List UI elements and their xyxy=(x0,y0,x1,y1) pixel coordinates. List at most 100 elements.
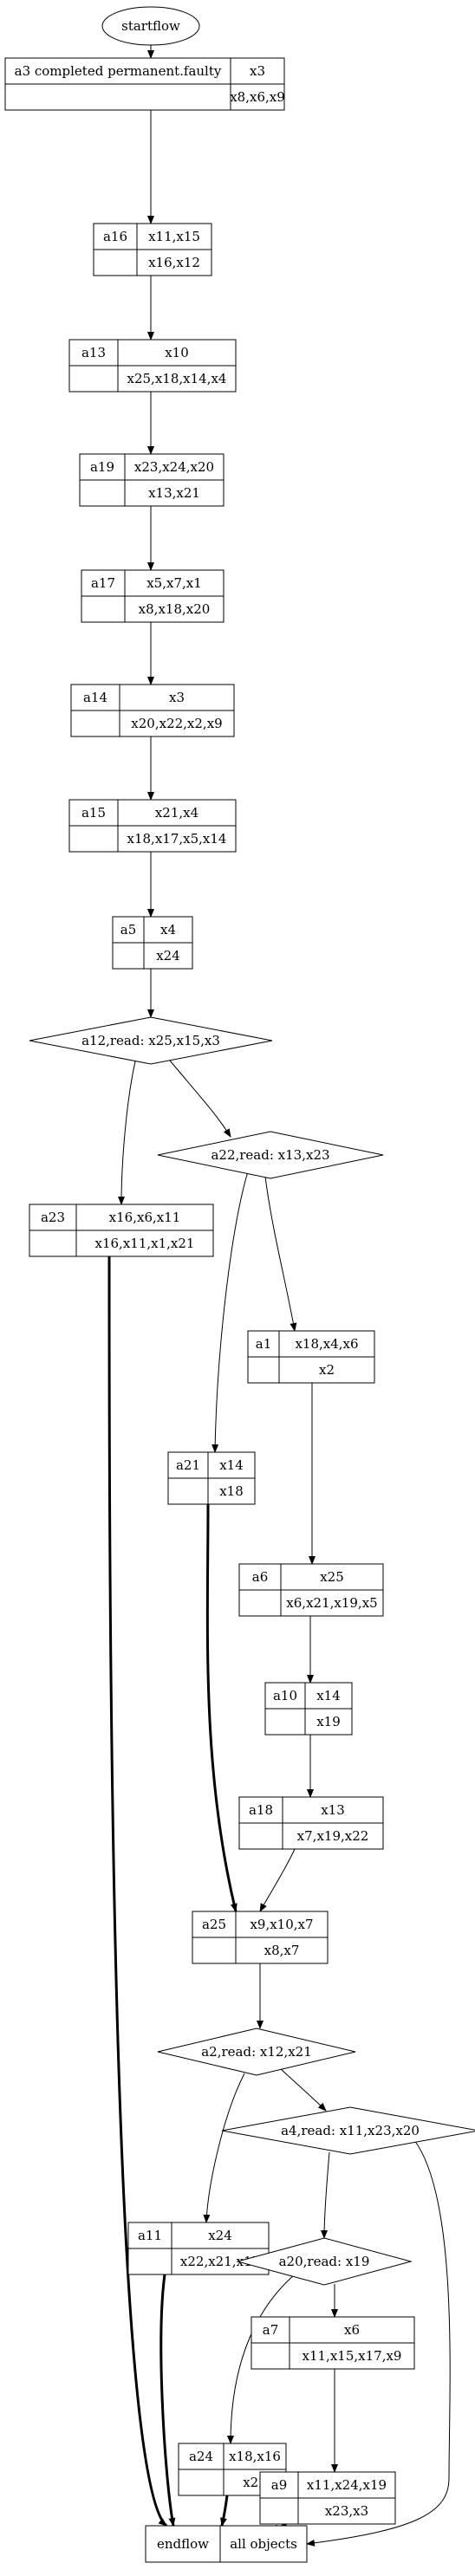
edge-a12-to-a22 xyxy=(169,1060,231,1138)
decision-label: a20,read: x19 xyxy=(279,2254,370,2269)
activity-name: a25 xyxy=(202,1917,226,1932)
edge-a23-to-end xyxy=(107,1256,167,2527)
edge-a4-to-a20 xyxy=(321,2151,330,2239)
activity-outputs: x25,x18,x14,x4 xyxy=(127,371,227,386)
activity-outputs: x16,x12 xyxy=(148,255,200,270)
decision-label: a12,read: x25,x15,x3 xyxy=(81,1033,220,1048)
activity-outputs: x20,x22,x2,x9 xyxy=(131,716,222,731)
activity-name: a16 xyxy=(103,229,127,244)
activity-name: a13 xyxy=(81,345,106,360)
activity-a3: a3 completed permanent.faulty x3 x8,x6,x9 xyxy=(4,57,285,111)
edge-a21-to-a25 xyxy=(205,1503,238,1912)
start-ellipse xyxy=(101,6,200,46)
activity-a6: a6 x25 x6,x21,x19,x5 xyxy=(238,1563,384,1617)
decision-label: a4,read: x11,x23,x20 xyxy=(281,2123,420,2138)
edge-a2-to-a4 xyxy=(280,2068,327,2112)
activity-a13: a13 x10 x25,x18,x14,x4 xyxy=(68,339,237,393)
activity-outputs: x8,x18,x20 xyxy=(139,601,211,617)
decision-a20: a20,read: x19 xyxy=(236,2237,413,2286)
decision-a2: a2,read: x12,x21 xyxy=(157,2028,356,2076)
activity-outputs: x23,x3 xyxy=(325,2503,368,2519)
activity-inputs: x4 xyxy=(160,922,176,938)
decision-a4: a4,read: x11,x23,x20 xyxy=(221,2106,475,2155)
decision-label: a22,read: x13,x23 xyxy=(211,1147,329,1163)
activity-outputs: x18 xyxy=(219,1483,244,1499)
activity-a1: a1 x18,x4,x6 x2 xyxy=(247,1330,375,1384)
activity-a9: a9 x11,x24,x19 x23,x3 xyxy=(259,2471,396,2525)
activity-inputs: x6 xyxy=(344,2322,360,2338)
activity-outputs: x11,x15,x17,x9 xyxy=(303,2348,402,2364)
activity-inputs: x24 xyxy=(208,2228,232,2243)
decision-diamond xyxy=(29,1016,273,1065)
end-node: endflow all objects xyxy=(145,2525,308,2563)
activity-outputs: x19 xyxy=(316,1714,341,1729)
activity-a11: a11 x24 x22,x21,x17 xyxy=(127,2222,270,2275)
activity-outputs: x7,x19,x22 xyxy=(297,1828,369,1844)
activity-outputs: x22,x21,x17 xyxy=(180,2254,260,2269)
activity-name: a9 xyxy=(271,2477,288,2493)
start-node: startflow xyxy=(101,6,200,46)
activity-inputs: x11,x24,x19 xyxy=(307,2477,387,2493)
activity-name: a5 xyxy=(120,922,137,938)
activity-inputs: x10 xyxy=(165,345,189,360)
activity-name: a15 xyxy=(81,805,106,821)
activity-name: a24 xyxy=(189,2449,213,2464)
activity-inputs: x16,x6,x11 xyxy=(109,1210,181,1225)
activity-inputs: x18,x4,x6 xyxy=(295,1336,358,1352)
activity-a7: a7 x6 x11,x15,x17,x9 xyxy=(251,2316,415,2370)
nodes-layer: startflow a3 completed permanent.faulty x3… xyxy=(4,6,475,2563)
edge-a4-to-end xyxy=(306,2139,451,2547)
end-box xyxy=(145,2525,308,2563)
activity-outputs: x16,x11,x1,x21 xyxy=(95,1236,195,1251)
decision-diamond xyxy=(221,2106,475,2155)
end-label: endflow xyxy=(157,2536,209,2552)
end-objects-label: all objects xyxy=(230,2536,297,2552)
activity-a23: a23 x16,x6,x11 x16,x11,x1,x21 xyxy=(29,1204,214,1257)
activity-name: a6 xyxy=(252,1569,269,1585)
activity-inputs: x3 xyxy=(250,63,265,79)
activity-inputs: x14 xyxy=(219,1457,244,1473)
activity-name: a7 xyxy=(263,2322,279,2338)
decision-diamond xyxy=(157,1131,384,1179)
decision-a12: a12,read: x25,x15,x3 xyxy=(29,1016,273,1065)
edge-a22-to-a21 xyxy=(211,1171,249,1453)
activity-name: a1 xyxy=(256,1336,272,1352)
activity-name: a14 xyxy=(83,690,107,705)
activity-outputs: x13,x21 xyxy=(148,485,200,501)
activity-inputs: x9,x10,x7 xyxy=(250,1917,313,1932)
activity-a5: a5 x4 x24 xyxy=(112,916,193,970)
decision-diamond xyxy=(157,2028,356,2076)
edge-a22-to-a1 xyxy=(264,1176,297,1332)
activity-outputs: x8,x6,x9 xyxy=(230,89,285,105)
decision-a22: a22,read: x13,x23 xyxy=(157,1131,384,1179)
activity-name: a23 xyxy=(41,1210,65,1225)
activity-inputs: x25 xyxy=(320,1569,344,1585)
activity-a14: a14 x3 x20,x22,x2,x9 xyxy=(70,684,235,737)
activity-name: a3 completed permanent.faulty xyxy=(15,63,222,79)
activity-outputs: x6,x21,x19,x5 xyxy=(286,1595,377,1611)
activity-inputs: x13 xyxy=(321,1802,345,1818)
edges-layer xyxy=(107,45,451,2547)
activity-inputs: x21,x4 xyxy=(155,805,198,821)
edge-a12-to-a23 xyxy=(118,1061,136,1205)
edge-a18-to-a25 xyxy=(259,1848,296,1912)
activity-inputs: x14 xyxy=(316,1688,341,1703)
activity-inputs: x3 xyxy=(169,690,185,705)
activity-outputs: x2 xyxy=(319,1362,335,1378)
activity-name: a11 xyxy=(138,2228,162,2243)
activity-name: a17 xyxy=(91,575,115,591)
start-label: startflow xyxy=(121,18,180,34)
activity-a15: a15 x21,x4 x18,x17,x5,x14 xyxy=(68,799,237,853)
edge-a2-to-a11 xyxy=(203,2073,245,2223)
activity-outputs: x18,x17,x5,x14 xyxy=(127,831,227,847)
edge-a11-to-end xyxy=(159,2274,176,2527)
activity-outputs: x24 xyxy=(156,948,180,964)
